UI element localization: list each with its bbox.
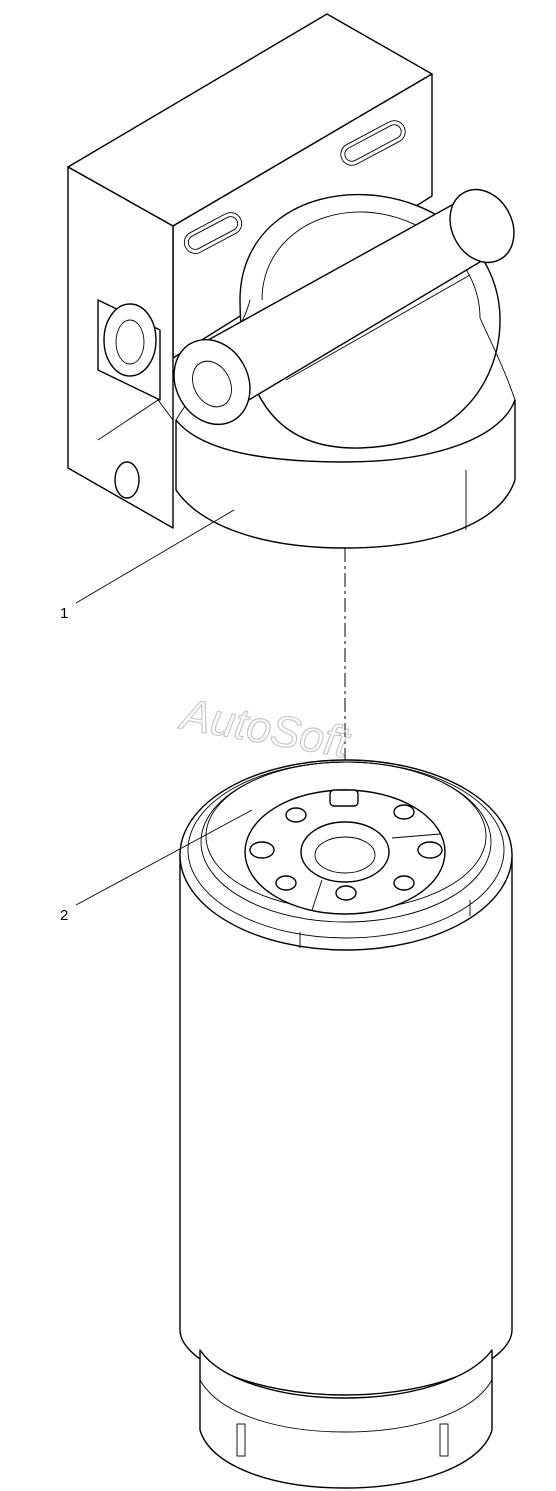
- base-plate-holes: [249, 789, 443, 901]
- callout-1: 1: [60, 509, 235, 622]
- callout-2: 2: [60, 809, 253, 924]
- watermark-text: AutoSoft: [175, 689, 354, 767]
- filter-head-part: [67, 13, 516, 549]
- inlet-outlet-pipe: [173, 188, 515, 426]
- filter-cartridge-part: [179, 759, 513, 1489]
- callout-1-label: 1: [60, 605, 68, 622]
- callout-2-label: 2: [60, 907, 68, 924]
